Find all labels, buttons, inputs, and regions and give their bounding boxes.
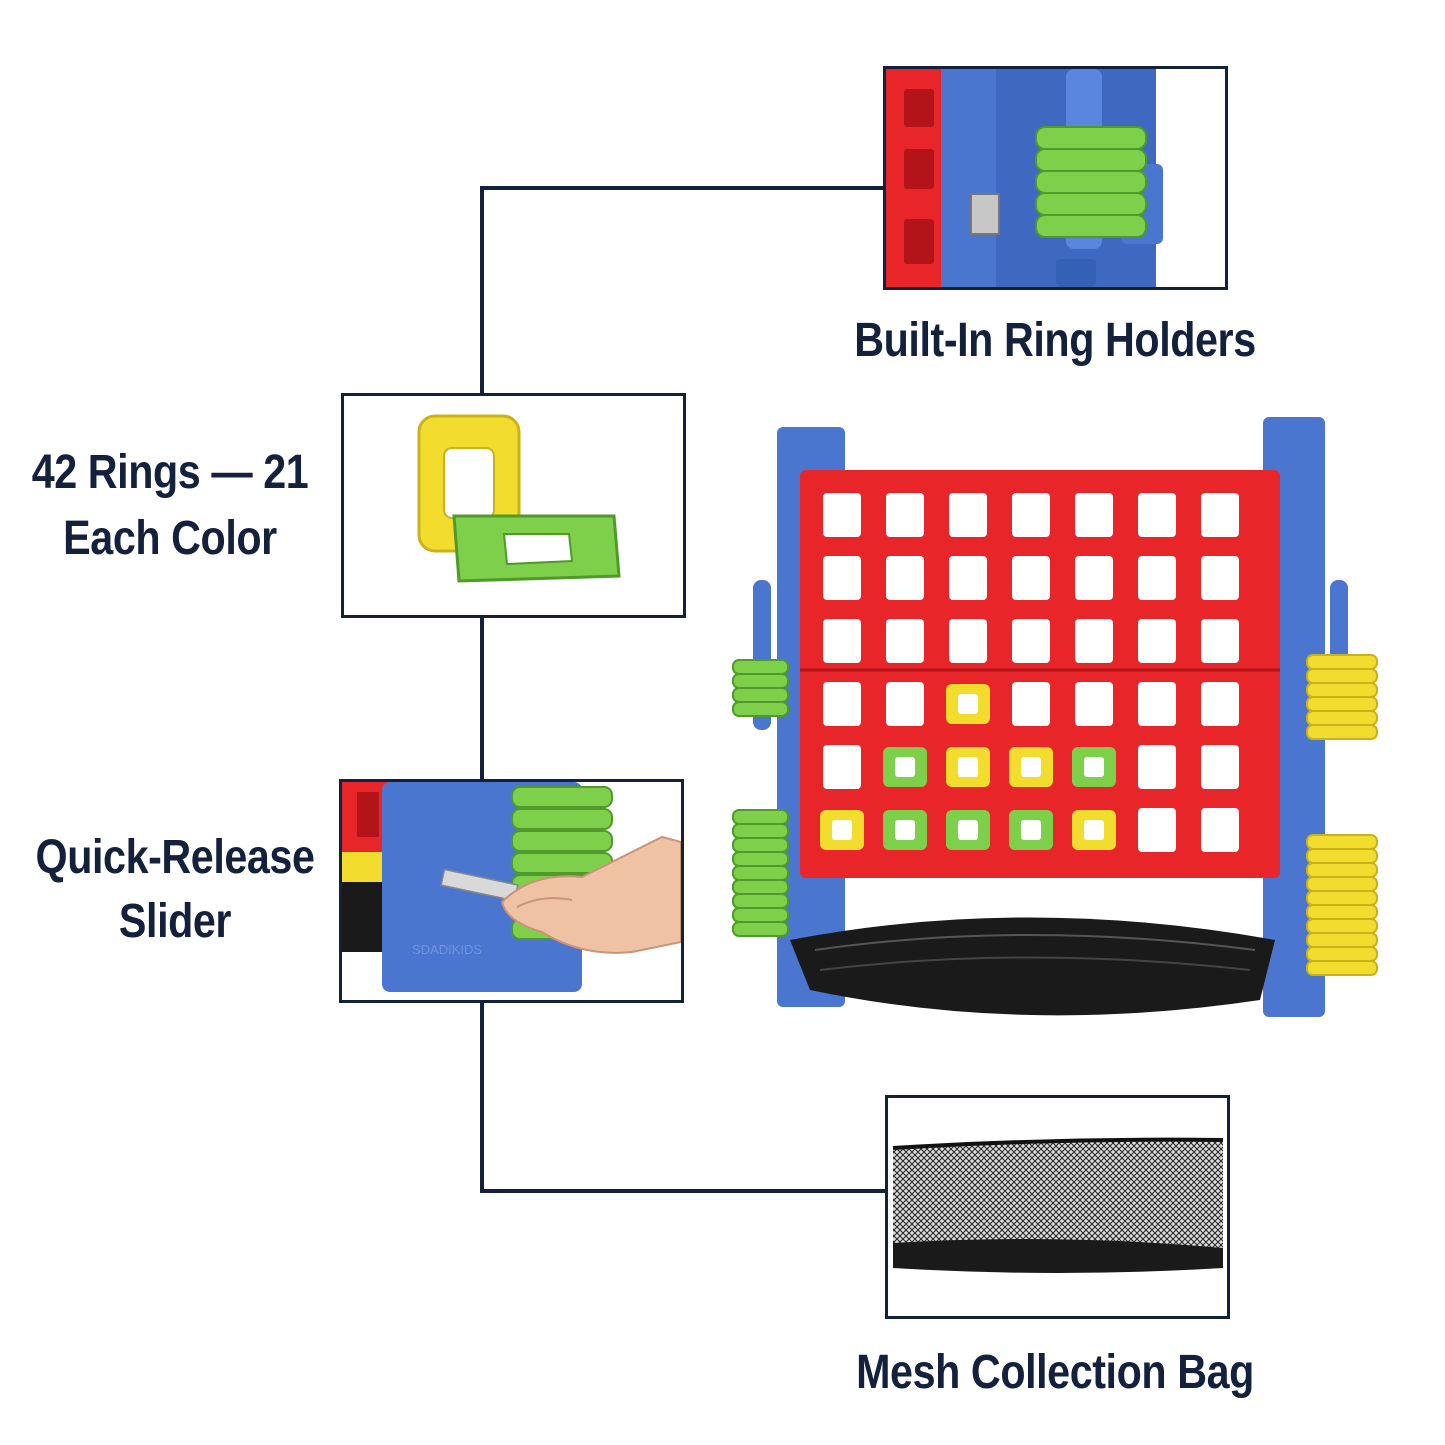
board-hole — [886, 619, 924, 663]
ring-hole — [895, 757, 915, 777]
board-hole — [1138, 619, 1176, 663]
board-hole — [1201, 808, 1239, 852]
board-hole — [823, 619, 861, 663]
board-hole — [886, 556, 924, 600]
mesh-bag-label: Mesh Collection Bag — [856, 1346, 1254, 1399]
board-hole — [1012, 556, 1050, 600]
board-hole — [1138, 493, 1176, 537]
rings-label-line1: 42 Rings — 21 — [31, 446, 309, 499]
board-hole — [1201, 493, 1239, 537]
board-hole — [1012, 619, 1050, 663]
board-hole — [1075, 493, 1113, 537]
board-hole — [1075, 619, 1113, 663]
slider-label-line2: Slider — [118, 895, 232, 948]
board-hole — [1201, 745, 1239, 789]
board-hole — [1201, 619, 1239, 663]
board-hole — [949, 556, 987, 600]
board-hole — [949, 493, 987, 537]
slider-label-line1: Quick-Release — [35, 831, 315, 884]
connector-middle-vertical — [480, 614, 484, 782]
board-hole — [1075, 556, 1113, 600]
main-product-image — [725, 415, 1390, 1030]
board-hole — [1138, 556, 1176, 600]
ring-holders-image — [883, 66, 1228, 290]
connector-bottom-vertical — [480, 1000, 484, 1193]
rings-image — [341, 393, 686, 618]
connector-top-vertical — [480, 186, 484, 396]
rings-label-line2: Each Color — [63, 512, 277, 565]
ring-hole — [1021, 757, 1041, 777]
board-hole — [823, 745, 861, 789]
board-hole — [1138, 682, 1176, 726]
ring-hole — [895, 820, 915, 840]
board-hole — [886, 493, 924, 537]
board-hole — [1012, 682, 1050, 726]
board-hole — [1201, 682, 1239, 726]
board-hole — [949, 619, 987, 663]
ring-hole — [832, 820, 852, 840]
ring-hole — [958, 820, 978, 840]
ring-holders-label: Built-In Ring Holders — [854, 314, 1256, 367]
ring-hole — [1084, 757, 1104, 777]
board-hole — [886, 682, 924, 726]
board-hole — [823, 556, 861, 600]
connector-top-horizontal — [480, 186, 886, 190]
ring-hole — [1084, 820, 1104, 840]
board-hole — [1201, 556, 1239, 600]
brand-mark: SDADIKIDS — [412, 942, 482, 957]
slider-label: Quick-Release Slider — [29, 826, 321, 954]
board-hole — [823, 682, 861, 726]
board-hole — [1138, 808, 1176, 852]
ring-hole — [1021, 820, 1041, 840]
board-hole — [1138, 745, 1176, 789]
ring-hole — [958, 757, 978, 777]
ring-hole — [958, 694, 978, 714]
connector-bottom-horizontal — [480, 1189, 888, 1193]
board-hole — [1075, 682, 1113, 726]
rings-label: 42 Rings — 21 Each Color — [24, 440, 316, 572]
board-hole — [1012, 493, 1050, 537]
slider-image: SDADIKIDS — [339, 779, 684, 1003]
mesh-bag-image — [885, 1095, 1230, 1319]
board-hole — [823, 493, 861, 537]
